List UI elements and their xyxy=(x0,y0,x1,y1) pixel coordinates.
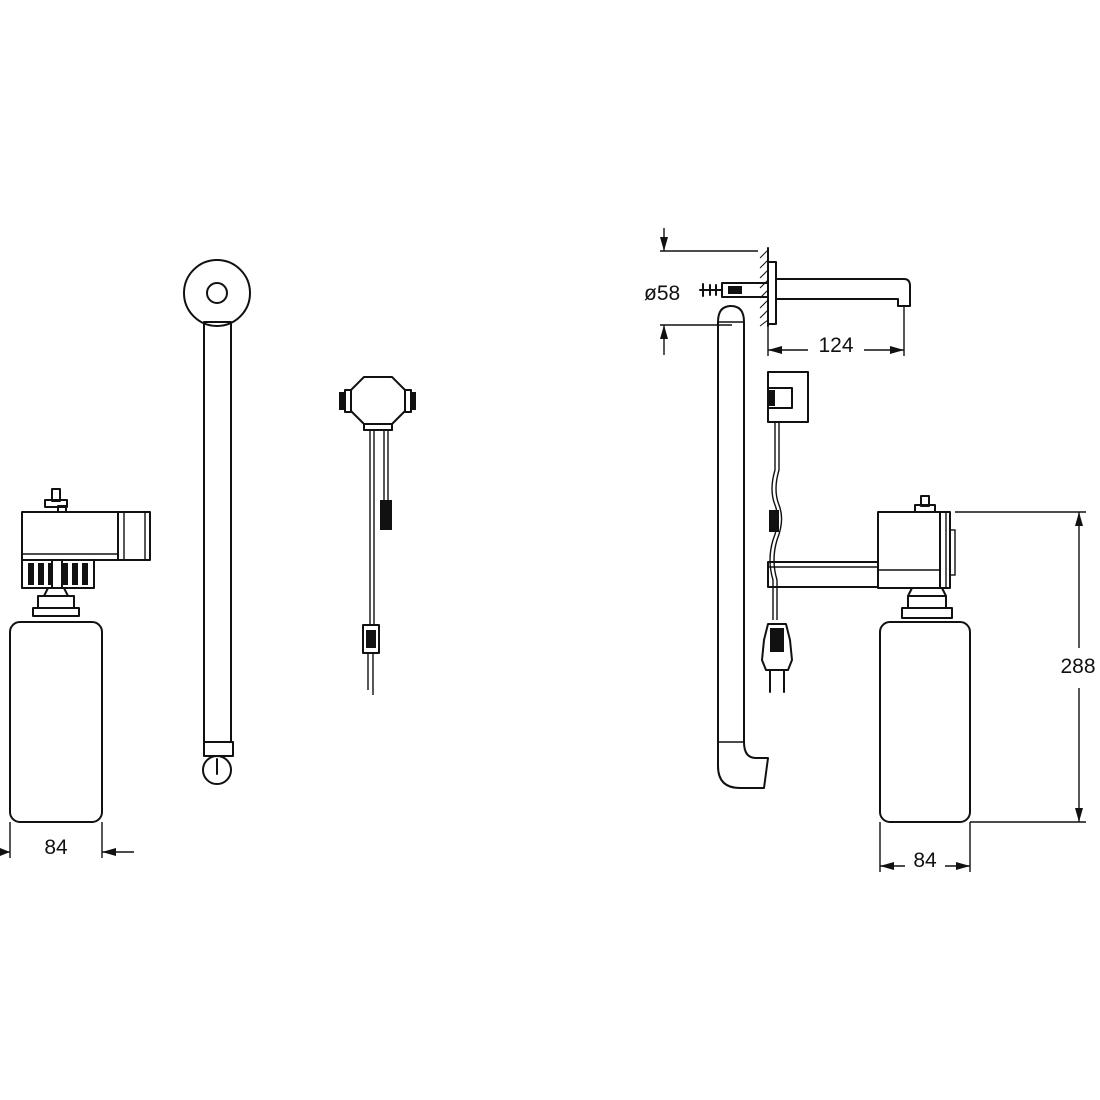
left-pump-head xyxy=(21,488,151,561)
pipe-diameter-dimension: ø58 xyxy=(644,228,758,355)
wall xyxy=(759,247,769,327)
sensor-assembly xyxy=(339,376,416,695)
left-pump-motor xyxy=(21,559,95,589)
spout-projection-label: 124 xyxy=(818,334,853,357)
sensor-connector xyxy=(380,500,392,530)
pipe-elbow xyxy=(203,741,234,757)
left-pump-assembly xyxy=(9,488,151,823)
sensor-plug xyxy=(362,624,380,654)
right-bottle-width-label: 84 xyxy=(913,849,937,872)
right-supply-pipe xyxy=(717,305,769,789)
dispenser-height-label: 288 xyxy=(1060,655,1095,678)
supply-pipe xyxy=(203,321,232,743)
left-bottle-width-dimension: 84 xyxy=(0,822,134,859)
right-bottle xyxy=(879,621,971,823)
spout xyxy=(775,278,911,307)
spout-flange xyxy=(767,261,777,325)
left-bottle-width-label: 84 xyxy=(44,836,68,859)
power-plug xyxy=(761,623,793,693)
pipe-diameter-label: ø58 xyxy=(644,282,680,305)
pipe-end-fitting-icon xyxy=(202,755,232,785)
wall-flange xyxy=(183,259,251,327)
left-bottle xyxy=(9,621,103,823)
dispenser-height-dimension: 288 xyxy=(955,511,1096,823)
right-bottle-width-dimension: 84 xyxy=(879,822,971,872)
spout-assembly xyxy=(699,261,911,325)
sensor-octagon xyxy=(350,376,406,425)
spout-projection-dimension: 124 xyxy=(767,306,905,357)
supply-pipe-assembly xyxy=(183,259,251,785)
right-pump-assembly xyxy=(767,495,971,823)
connector-arm xyxy=(767,561,879,588)
control-box-assembly xyxy=(767,371,809,620)
flange-outlet-icon xyxy=(206,282,228,304)
left-bottle-neck xyxy=(32,587,80,617)
